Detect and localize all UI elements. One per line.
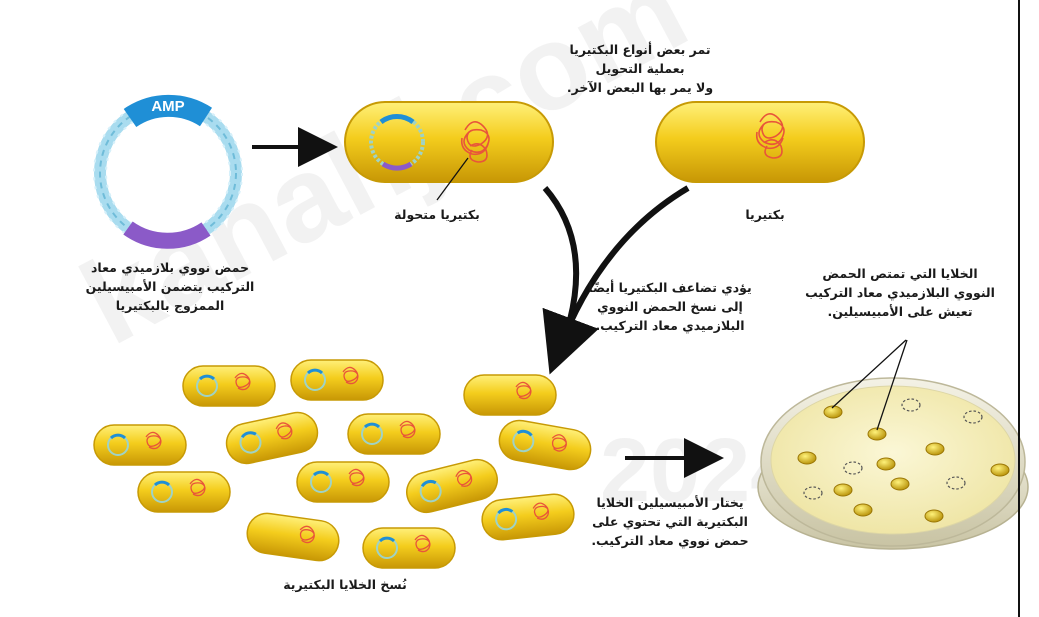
- bacterial-copy: [348, 414, 440, 454]
- bacterial-copy: [183, 366, 275, 406]
- label-recombinant-plasmid: حمض نووي بلازميدي معاد التركيب يتضمن الأ…: [70, 258, 270, 315]
- frame-right: [1018, 0, 1020, 617]
- recombinant-plasmid: AMP: [94, 98, 242, 247]
- amp-label: AMP: [151, 98, 184, 115]
- label-replication-note: يؤدي تضاعف البكتيريا أيضًا إلى نسخ الحمض…: [570, 278, 770, 335]
- petri-dish: [758, 340, 1028, 549]
- label-surviving-cells: الخلايا التي تمتص الحمض النووي البلازميد…: [780, 264, 1020, 321]
- bacterial-copy: [223, 409, 321, 467]
- bacterial-copy: [363, 528, 455, 568]
- bacterial-copy: [138, 472, 230, 512]
- label-bacterial-copies: نُسخ الخلايا البكتيرية: [270, 575, 420, 594]
- label-transformed-bacterium: بكتيريا متحولة: [362, 205, 512, 224]
- insert-segment: [128, 228, 206, 241]
- bacterial-copy: [291, 360, 383, 400]
- label-bacterium: بكتيريا: [720, 205, 810, 224]
- bacterial-copies: [94, 360, 594, 568]
- bacterial-copy: [94, 425, 186, 465]
- transformed-bacterium: [345, 102, 553, 182]
- bacterium: [656, 102, 864, 182]
- bacterial-copy: [297, 462, 389, 502]
- bacterial-copy: [496, 417, 594, 472]
- bacterial-copy: [464, 375, 556, 415]
- label-transformation-note: تمر بعض أنواع البكتيريا بعملية التحويل و…: [560, 40, 720, 97]
- bacterial-copy: [245, 511, 342, 563]
- label-selection-note: يختار الأمبيسيلين الخلايا البكتيرية التي…: [560, 493, 780, 550]
